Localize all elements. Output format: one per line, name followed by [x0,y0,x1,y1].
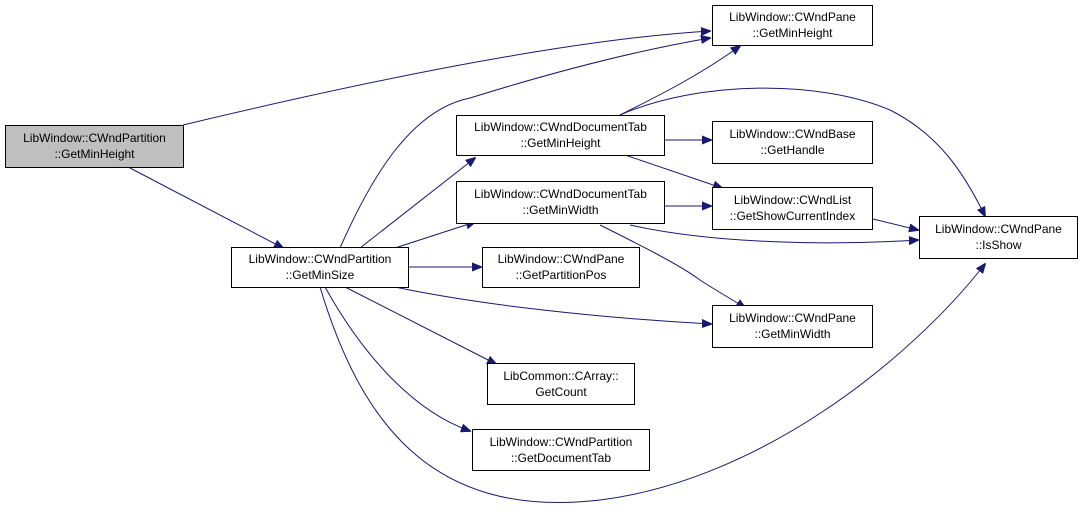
node-label-line2: ::GetDocumentTab [511,451,611,465]
node-label-line1: LibWindow::CWndPartition [490,435,633,449]
node-label-line1: LibWindow::CWndDocumentTab [474,120,647,134]
node-label-line2: ::GetMinHeight [752,26,833,40]
node-doctab-getminwidth[interactable]: LibWindow::CWndDocumentTab ::GetMinWidth [456,181,665,224]
node-label-line2: ::GetPartitionPos [516,268,607,282]
node-partition-getdocumenttab[interactable]: LibWindow::CWndPartition ::GetDocumentTa… [472,429,650,471]
node-label-line1: LibWindow::CWndPane [935,222,1062,236]
node-label-line2: ::GetMinHeight [520,136,601,150]
node-label-line1: LibWindow::CWndPane [729,311,856,325]
node-root[interactable]: LibWindow::CWndPartition ::GetMinHeight [5,125,184,168]
node-label-line1: LibWindow::CWndPartition [249,252,392,266]
edge-getminsize-to-pane-getminheight [339,38,710,249]
node-pane-getminwidth[interactable]: LibWindow::CWndPane ::GetMinWidth [712,305,873,348]
node-list-getshowcurrentindex[interactable]: LibWindow::CWndList ::GetShowCurrentInde… [712,187,873,230]
edge-doctab-getminheight-to-pane-isshow [619,87,985,216]
node-label-line1: LibCommon::CArray:: [503,369,618,383]
node-pane-isshow[interactable]: LibWindow::CWndPane ::IsShow [919,216,1078,259]
node-pane-getminheight[interactable]: LibWindow::CWndPane ::GetMinHeight [712,5,873,46]
node-partition-getminsize[interactable]: LibWindow::CWndPartition ::GetMinSize [231,247,409,288]
edge-root-to-pane-getminheight [182,31,710,126]
node-doctab-getminheight[interactable]: LibWindow::CWndDocumentTab ::GetMinHeigh… [456,115,665,156]
node-label-line1: LibWindow::CWndPartition [23,131,166,145]
node-base-gethandle[interactable]: LibWindow::CWndBase ::GetHandle [712,121,873,164]
node-label-line2: ::GetShowCurrentIndex [730,209,855,223]
node-label-line2: ::GetMinWidth [522,203,598,217]
edge-root-to-partition-getminsize [129,167,283,248]
edge-getminsize-to-pane-isshow [319,264,985,504]
node-label-line1: LibWindow::CWndDocumentTab [474,187,647,201]
edges [129,31,985,504]
node-label-line2: GetCount [535,385,587,399]
node-pane-getpartitionpos[interactable]: LibWindow::CWndPane ::GetPartitionPos [482,247,640,288]
edge-doctab-getminwidth-to-pane-isshow [629,224,918,243]
edge-list-getshowcurrentindex-to-pane-isshow [872,218,918,230]
edge-getminsize-to-partition-getdocumenttab [324,286,470,431]
node-label-line1: LibWindow::CWndList [734,193,852,207]
edge-doctab-getminheight-to-pane-getminheight [619,46,740,116]
node-label-line2: ::GetHandle [760,143,824,157]
edge-getminsize-to-doctab-getminheight [359,158,475,249]
edge-getminsize-to-doctab-getminwidth [394,222,475,249]
node-label-line2: ::GetMinWidth [754,327,830,341]
edge-doctab-getminheight-to-list-getshowcurrentindex [624,154,722,188]
edge-getminsize-to-pane-getminwidth [394,286,711,324]
node-label-line1: LibWindow::CWndBase [729,127,855,141]
node-array-getcount[interactable]: LibCommon::CArray:: GetCount [487,363,635,405]
node-label-line1: LibWindow::CWndPane [729,10,856,24]
node-label-line2: ::GetMinSize [286,268,355,282]
edge-getminsize-to-array-getcount [344,286,496,364]
node-label-line1: LibWindow::CWndPane [498,252,625,266]
node-label-line2: ::IsShow [975,238,1021,252]
node-label-line2: ::GetMinHeight [54,147,135,161]
edge-doctab-getminwidth-to-pane-getminwidth [599,224,745,308]
